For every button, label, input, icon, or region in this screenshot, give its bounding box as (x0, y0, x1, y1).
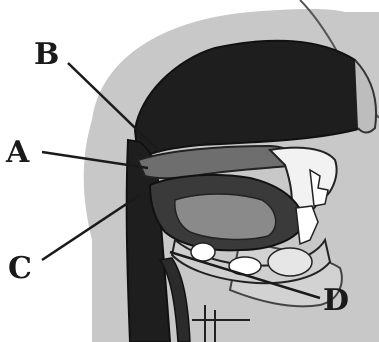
label-b: B (34, 37, 59, 72)
oral-cavity-inner (175, 194, 276, 239)
label-d: D (323, 283, 349, 318)
label-c: C (8, 251, 32, 286)
hyoid-right (268, 248, 312, 276)
label-a: A (5, 135, 30, 170)
